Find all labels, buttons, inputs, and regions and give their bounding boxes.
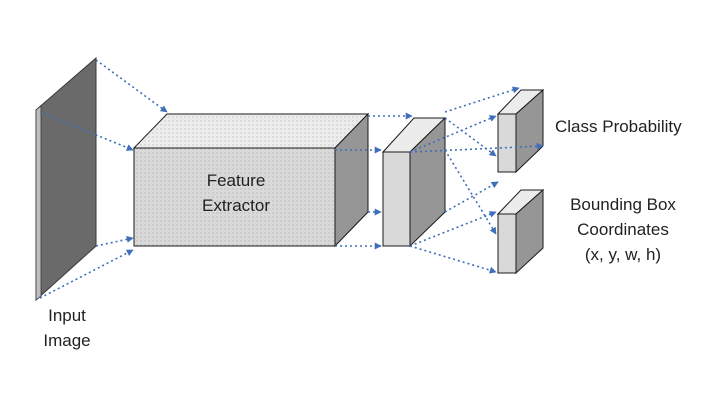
bounding-box-label: Bounding Box Coordinates (x, y, w, h) <box>548 192 698 267</box>
arrow-mid-to-bbox-front <box>409 211 497 247</box>
input-image-label: Input Image <box>22 303 112 353</box>
bounding-box-label-line-2: Coordinates <box>577 220 669 239</box>
arrow-mid-to-class-side <box>409 142 544 153</box>
input-image-plane <box>35 56 97 302</box>
arrow-mid-to-bbox-upper <box>444 149 497 235</box>
arrow-input-lower <box>95 235 134 247</box>
input-image-label-line-2: Image <box>43 331 91 350</box>
intermediate-feature-block <box>381 116 447 248</box>
feature-extractor-label-line-2: Extractor <box>201 196 271 215</box>
bounding-box-head <box>496 188 545 275</box>
arrow-input-top <box>95 59 168 113</box>
bounding-box-label-line-1: Bounding Box <box>570 195 676 214</box>
arrow-mid-to-bbox-bottom <box>409 245 497 274</box>
arrow-input-upper <box>39 111 134 151</box>
feature-extractor-block <box>132 112 370 248</box>
bounding-box-label-line-3: (x, y, w, h) <box>584 245 662 264</box>
class-probability-label-text: Class Probability <box>555 117 682 136</box>
feature-extractor-label: Feature Extractor <box>184 168 288 218</box>
class-probability-head <box>496 88 545 174</box>
arrow-mid-to-bbox-top <box>444 181 499 213</box>
feature-extractor-label-line-1: Feature <box>206 171 266 190</box>
arrow-mid-to-class-front <box>409 115 497 153</box>
class-probability-label: Class Probability <box>555 114 682 139</box>
flow-arrows <box>39 59 544 299</box>
input-image-label-line-1: Input <box>48 306 86 325</box>
arrow-mid-to-class-bottom <box>444 117 497 157</box>
